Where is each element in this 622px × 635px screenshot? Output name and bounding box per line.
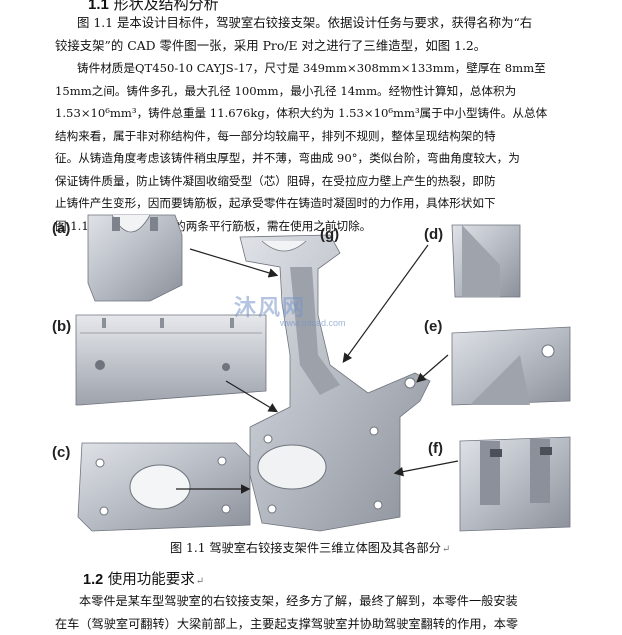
watermark-text: 沐风网 [234, 295, 306, 320]
text-line: 征。从铸造角度考虑该铸件稍虫厚型，并不薄，弯曲成 90°，类似台阶，弯曲角度较大… [55, 147, 610, 170]
label-c: (c) [52, 444, 70, 461]
text-line: 图 1.1 是本设计目标件，驾驶室右铰接支架。依据设计任务与要求，获得名称为“右 [55, 12, 610, 35]
watermark: 沐风网 www.mfcad.com [234, 290, 346, 328]
label-e: (e) [424, 318, 442, 335]
section-heading-1-2: 1.2 使用功能要求↵ [83, 568, 204, 589]
text-line: 铸件材质是QT450-10 CAYJS-17，尺寸是 349mm×308mm×1… [55, 57, 610, 80]
text-line: 结构来看，属于非对称结构件，每一部分均较扁平，排列不规则，整体呈现结构架的特 [55, 125, 610, 148]
part-f-image [460, 437, 570, 531]
part-a-image [88, 215, 182, 301]
text-line: 铰接支架”的 CAD 零件图一张，采用 Pro/E 对之进行了三维造型，如图 1… [55, 35, 610, 58]
watermark-url: www.mfcad.com [280, 318, 346, 328]
paragraph-intro: 图 1.1 是本设计目标件，驾驶室右铰接支架。依据设计任务与要求，获得名称为“右… [55, 12, 610, 57]
label-g: (g) [320, 226, 339, 243]
text-line: 在车（驾驶室可翻转）大梁前部上，主要起支撑驾驶室并协助驾驶室翻转的作用，本零 [55, 613, 610, 635]
figure-caption: 图 1.1 驾驶室右铰接支架件三维立体图及其各部分↵ [170, 538, 450, 556]
text-line: 1.53×10⁶mm³，铸件总重量 11.676kg，体积大约为 1.53×10… [55, 102, 610, 125]
label-a: (a) [52, 220, 70, 237]
text-line: 本零件是某车型驾驶室的右铰接支架，经多方了解，最终了解到，本零件一般安装 [55, 590, 610, 613]
label-f: (f) [428, 440, 443, 457]
part-b-image [76, 315, 266, 405]
part-e-image [452, 327, 570, 405]
section-title: 使用功能要求 [103, 572, 195, 588]
label-d: (d) [424, 226, 443, 243]
part-d-image [452, 225, 520, 297]
text-line: 15mm之间。铸件多孔，最大孔径 100mm，最小孔径 14mm。经物性计算知，… [55, 80, 610, 103]
figure-illustration [0, 205, 622, 535]
paragraph-function: 本零件是某车型驾驶室的右铰接支架，经多方了解，最终了解到，本零件一般安装 在车（… [55, 590, 610, 635]
section-number: 1.2 [83, 572, 103, 588]
label-b: (b) [52, 318, 71, 335]
part-c-image [78, 443, 250, 531]
text-line: 保证铸件质量，防止铸件凝固收缩受型（芯）阻碍，在受拉应力壁上产生的热裂，即防 [55, 170, 610, 193]
part-g-main-image [240, 235, 430, 531]
